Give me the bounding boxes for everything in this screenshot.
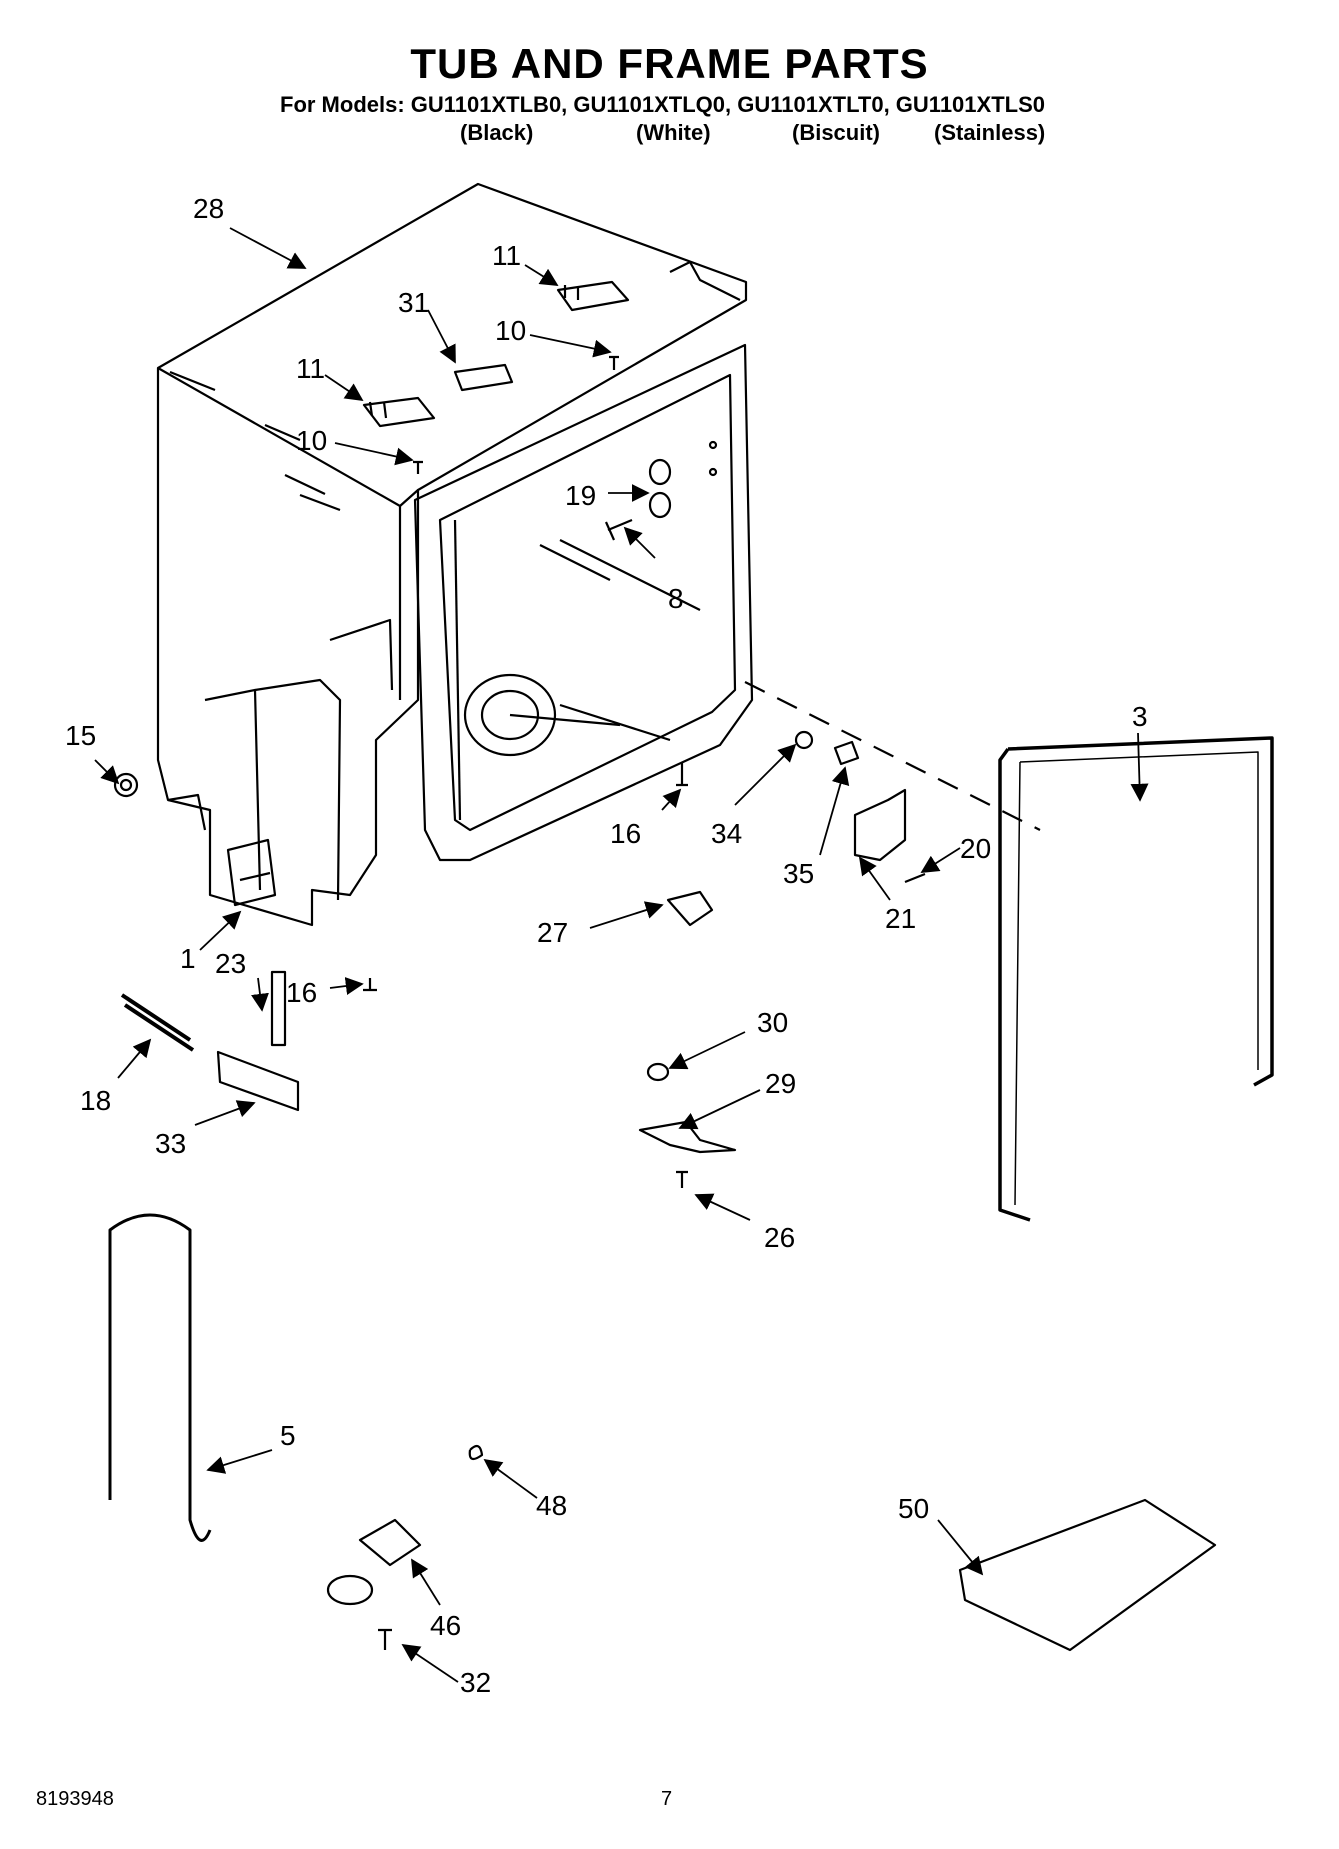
part-screw-35 (833, 740, 860, 766)
callout-35: 35 (783, 858, 814, 889)
part-clip-27 (666, 890, 714, 927)
callout-labels: 28 11 31 10 11 10 19 8 15 3 16 34 35 20 … (65, 193, 1148, 1698)
part-cable-5 (108, 1213, 212, 1542)
part-screw-10a (609, 355, 619, 370)
part-hose-clamp-46 (326, 1518, 422, 1606)
part-screw-20 (904, 872, 926, 884)
doc-number: 8193948 (36, 1788, 114, 1810)
callout-26: 26 (764, 1222, 795, 1253)
part-pad-23 (270, 970, 287, 1047)
callout-20: 20 (960, 833, 991, 864)
callout-3: 3 (1132, 701, 1148, 732)
part-screw-26 (676, 1170, 688, 1188)
part-clamp-48 (468, 1444, 484, 1461)
callout-18: 18 (80, 1085, 111, 1116)
callout-16b: 16 (286, 977, 317, 1008)
models-line: For Models: GU1101XTLB0, GU1101XTLQ0, GU… (280, 92, 1045, 117)
callout-28: 28 (193, 193, 224, 224)
callout-33: 33 (155, 1128, 186, 1159)
color-stainless: (Stainless) (934, 120, 1046, 145)
callout-32: 32 (460, 1667, 491, 1698)
tub-frame-drawing (156, 182, 1041, 927)
part-bearing-19 (648, 440, 718, 519)
callout-19: 19 (565, 480, 596, 511)
part-hinge-bracket-11b (362, 396, 436, 428)
callout-5: 5 (280, 1420, 296, 1451)
part-screw-16b (363, 978, 377, 992)
part-door-gasket-3 (998, 736, 1274, 1222)
leader-lines (94, 227, 1149, 1683)
part-screw-8 (604, 518, 633, 541)
callout-8: 8 (668, 583, 684, 614)
callout-29: 29 (765, 1068, 796, 1099)
callout-23: 23 (215, 948, 246, 979)
part-door-gasket-3-inner (1014, 751, 1259, 1206)
part-sensor-30 (646, 1062, 670, 1082)
callout-31: 31 (398, 287, 429, 318)
part-bracket-21 (853, 788, 907, 862)
callout-11b: 11 (296, 353, 325, 384)
part-spring-18 (120, 993, 195, 1052)
callout-10a: 10 (495, 315, 526, 346)
callout-11a: 11 (492, 240, 521, 271)
callout-48: 48 (536, 1490, 567, 1521)
part-foam-33 (216, 1050, 300, 1112)
part-hinge-bracket-11a (556, 280, 630, 312)
callout-15: 15 (65, 720, 96, 751)
part-screw-16a (676, 762, 688, 787)
color-black: (Black) (460, 120, 534, 145)
callout-10b: 10 (296, 425, 327, 456)
part-screw-32 (378, 1628, 392, 1650)
color-biscuit: (Biscuit) (792, 120, 880, 145)
part-clip-31 (453, 363, 514, 392)
callout-30: 30 (757, 1007, 788, 1038)
part-bracket-29 (638, 1120, 737, 1154)
part-valve-1 (226, 838, 277, 907)
color-white: (White) (636, 120, 711, 145)
part-nut-15 (113, 772, 139, 798)
callout-21: 21 (885, 903, 916, 934)
callout-50: 50 (898, 1493, 929, 1524)
part-screw-10b (413, 460, 423, 474)
callout-27: 27 (537, 917, 568, 948)
callout-16a: 16 (610, 818, 641, 849)
page-number: 7 (661, 1788, 673, 1810)
callout-46: 46 (430, 1610, 461, 1641)
callout-34: 34 (711, 818, 742, 849)
callout-1: 1 (180, 943, 196, 974)
part-washer-34 (794, 730, 814, 750)
part-bag-50 (958, 1498, 1217, 1652)
page-title: TUB AND FRAME PARTS (410, 40, 929, 87)
